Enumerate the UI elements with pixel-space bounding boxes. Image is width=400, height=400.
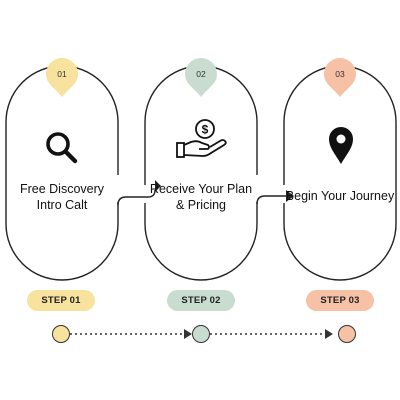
timeline-arrowhead-1 <box>184 329 192 339</box>
step-card-3-outline <box>283 65 397 281</box>
timeline-dot-2 <box>192 325 210 343</box>
connector-1-2 <box>117 189 156 206</box>
step-1-number: 01 <box>57 69 67 79</box>
timeline-dot-1 <box>52 325 70 343</box>
connector-2-3 <box>256 195 288 205</box>
connector-2-3-arrowhead <box>286 190 294 202</box>
step-card-1-outline <box>5 65 119 281</box>
step-1-title: Free Discovery Intro Calt <box>19 182 105 212</box>
step-2-number-pin <box>185 58 217 97</box>
step-1-number-pin <box>46 58 78 97</box>
step-3-title: Begin Your Journey <box>285 189 395 203</box>
step-2-title: Receive Your Plan & Pricing <box>149 182 253 212</box>
step-card-2-outline-bottom <box>144 202 258 281</box>
step-3-pill: STEP 03 <box>306 290 374 311</box>
step-2-number: 02 <box>196 69 206 79</box>
hand-money-icon: $ <box>176 119 227 158</box>
step-3-number: 03 <box>335 69 345 79</box>
svg-text:$: $ <box>202 123 209 137</box>
step-1-pill: STEP 01 <box>27 290 95 311</box>
timeline-arrowhead-2 <box>325 329 333 339</box>
location-pin-icon <box>329 127 353 164</box>
step-3-number-pin <box>324 58 356 97</box>
step-2-pill: STEP 02 <box>167 290 235 311</box>
timeline-dot-3 <box>338 325 356 343</box>
connector-1-2-arrowhead <box>155 180 161 192</box>
search-icon <box>46 132 78 164</box>
